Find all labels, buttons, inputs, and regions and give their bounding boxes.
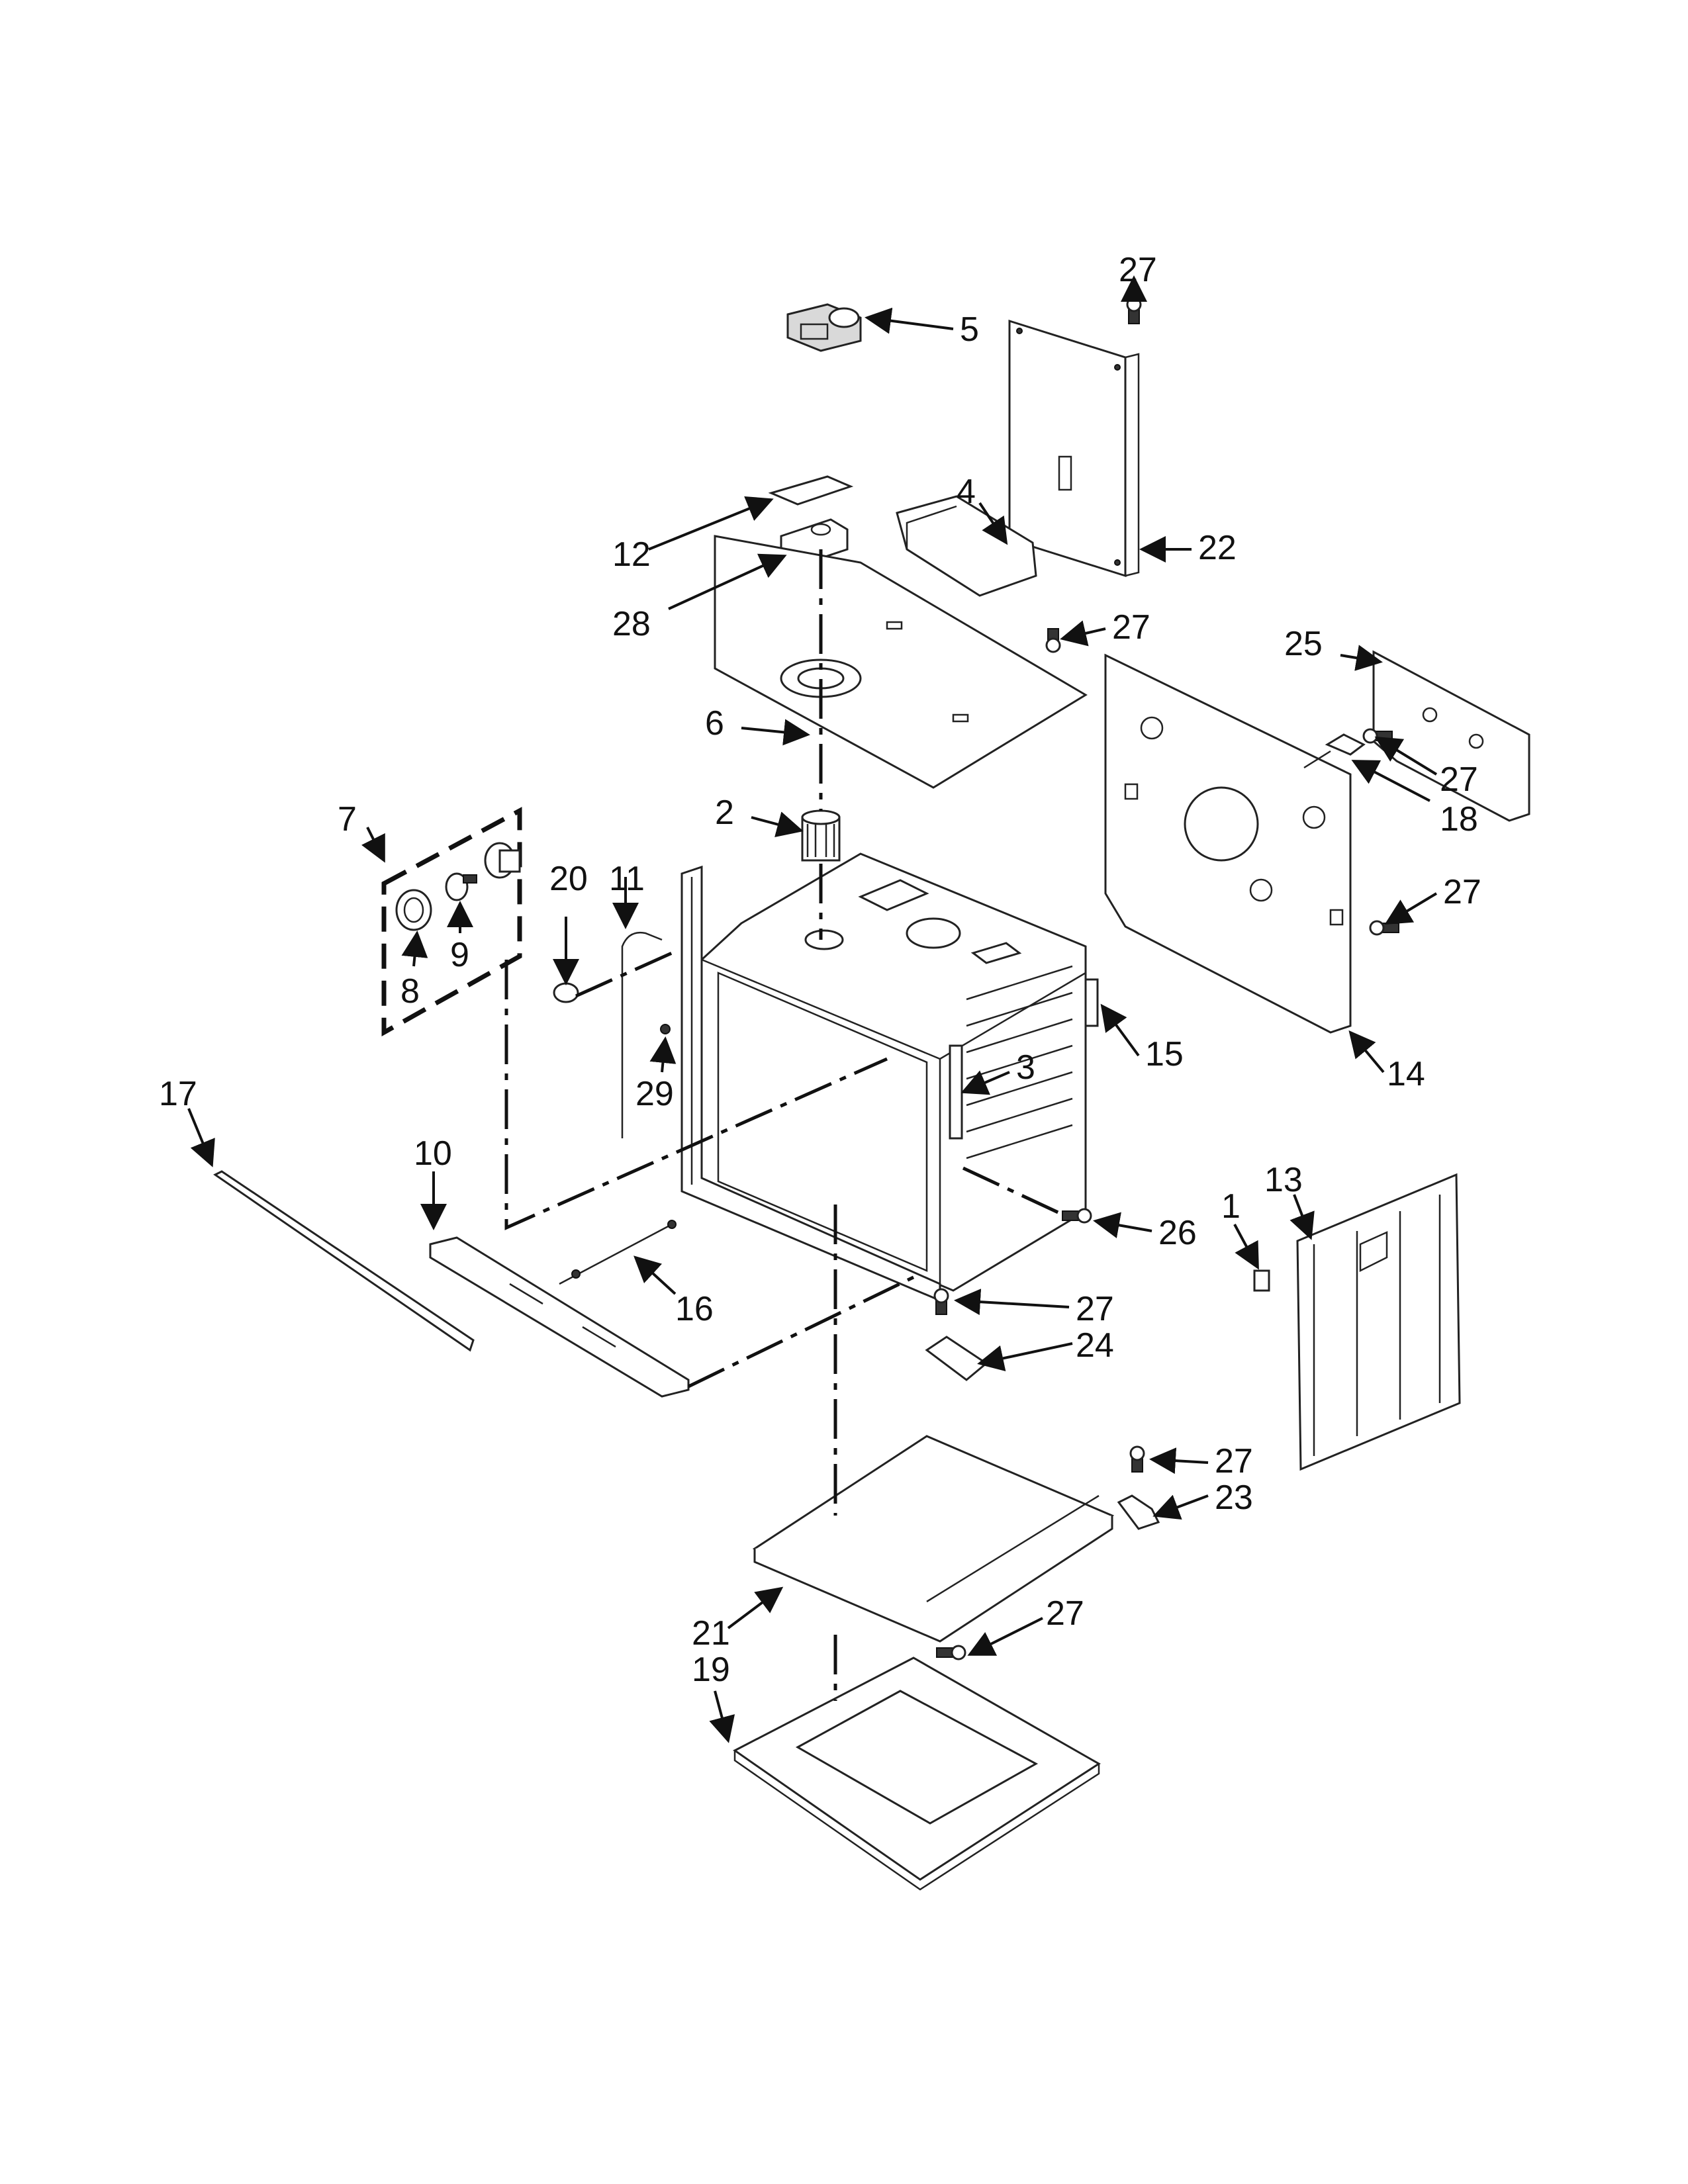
part-27-screw-23 <box>1129 1445 1145 1473</box>
part-13-side-panel <box>1296 1173 1461 1471</box>
part-16-rod <box>559 1220 677 1285</box>
callout-27: 27 <box>1443 873 1481 911</box>
callout-22: 22 <box>1198 529 1237 567</box>
callout-10: 10 <box>414 1134 452 1173</box>
part-27-screw-18 <box>1362 728 1393 744</box>
callout-16: 16 <box>675 1290 714 1328</box>
part-22-rear-panel <box>1008 319 1140 578</box>
part-6-top-panel <box>714 535 1088 789</box>
leader-arrows <box>187 275 1438 1743</box>
callout-15: 15 <box>1145 1035 1184 1073</box>
callout-25: 25 <box>1284 625 1323 663</box>
part-21-bottom-panel <box>752 1435 1115 1643</box>
callout-3: 3 <box>1016 1048 1035 1087</box>
part-8-knob <box>395 889 432 931</box>
callout-9: 9 <box>450 936 469 974</box>
callout-17: 17 <box>159 1075 197 1113</box>
part-20-grommet <box>553 982 579 1003</box>
part-1-clip <box>1253 1269 1270 1292</box>
callout-20: 20 <box>549 860 588 898</box>
part-10-lower-trim <box>429 1236 690 1398</box>
callout-27: 27 <box>1112 608 1150 647</box>
callout-27: 27 <box>1215 1442 1253 1480</box>
callout-28: 28 <box>612 605 651 643</box>
callout-24: 24 <box>1076 1326 1114 1365</box>
part-5-motor-assembly <box>786 303 862 352</box>
part-24-bracket <box>925 1336 988 1381</box>
callout-18: 18 <box>1440 800 1478 839</box>
callout-27: 27 <box>1119 251 1157 289</box>
callout-12: 12 <box>612 535 651 574</box>
part-27-screw-21 <box>936 1645 966 1661</box>
part-9-shaft <box>445 872 477 901</box>
callout-5: 5 <box>960 310 979 349</box>
callout-21: 21 <box>692 1614 730 1653</box>
callout-8: 8 <box>400 972 420 1011</box>
callout-11: 11 <box>609 860 645 898</box>
part-19-bottom-pan <box>733 1657 1101 1891</box>
part-2-fan-motor <box>801 809 841 862</box>
part-7-knob-group <box>381 807 522 1036</box>
alignment-lines <box>504 549 1064 1701</box>
part-29-screw <box>660 1024 671 1034</box>
part-12-bracket <box>768 475 854 506</box>
part-7-switch <box>484 842 521 879</box>
callout-2: 2 <box>715 794 734 832</box>
part-4-control-bracket <box>896 495 1037 597</box>
part-27-screw-24 <box>933 1288 949 1315</box>
callout-27: 27 <box>1440 760 1478 799</box>
part-3-bracket <box>949 1044 963 1140</box>
part-17-trim-strip <box>213 1170 475 1352</box>
part-11-gasket-wire <box>621 931 663 1138</box>
callout-1: 1 <box>1221 1187 1241 1226</box>
callout-29: 29 <box>635 1075 674 1113</box>
callout-labels: 27 5 22 4 12 28 27 25 6 27 18 2 7 20 11 … <box>159 251 1481 1689</box>
part-23-bracket <box>1117 1494 1160 1530</box>
part-18-thermal-fuse <box>1303 733 1366 769</box>
callout-6: 6 <box>705 704 724 743</box>
callout-14: 14 <box>1387 1055 1425 1093</box>
callout-19: 19 <box>692 1651 730 1689</box>
part-26-screw <box>1062 1208 1092 1224</box>
callout-27: 27 <box>1046 1594 1084 1633</box>
callout-7: 7 <box>338 800 357 839</box>
part-27-screw-top <box>1126 296 1142 324</box>
callout-13: 13 <box>1264 1161 1303 1199</box>
front-frame <box>680 865 941 1302</box>
callout-23: 23 <box>1215 1479 1253 1517</box>
part-27-screw-4 <box>1045 628 1061 653</box>
part-27-screw-14 <box>1369 920 1399 936</box>
callout-4: 4 <box>957 473 976 511</box>
part-15-side-bracket <box>1084 978 1099 1027</box>
part-14-back-panel <box>1104 653 1352 1034</box>
callout-27: 27 <box>1076 1290 1114 1328</box>
callout-26: 26 <box>1158 1214 1197 1252</box>
